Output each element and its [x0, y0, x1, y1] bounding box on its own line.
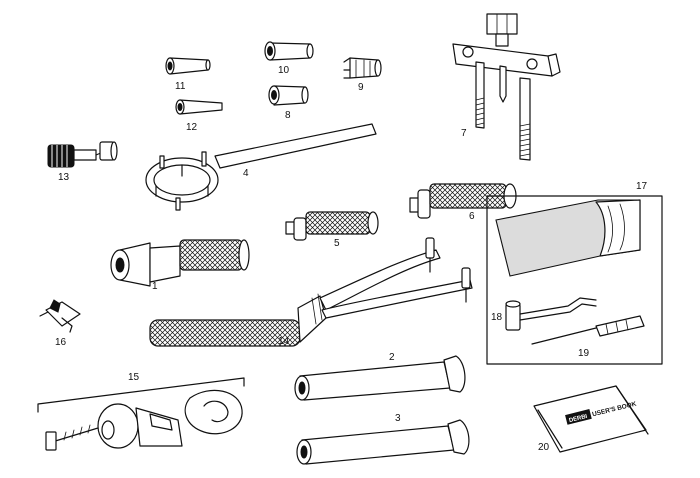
callout-15: 15 [128, 372, 140, 383]
callout-1: 1 [152, 281, 158, 292]
callout-10: 10 [278, 65, 290, 76]
callout-14: 14 [278, 336, 290, 347]
part-2-tube-drift [294, 355, 466, 401]
part-15-puller-assembly [45, 389, 243, 451]
part-20-users-book: DERBI USER'S BOOK [533, 385, 649, 453]
callout-6: 6 [469, 211, 475, 222]
callout-16: 16 [55, 337, 67, 348]
tool-roll-pouch [495, 199, 641, 277]
callout-8: 8 [285, 110, 291, 121]
part-8-short-sleeve [268, 85, 309, 106]
callout-9: 9 [358, 82, 364, 93]
part-11-tapered-sleeve [165, 57, 211, 75]
callout-5: 5 [334, 238, 340, 249]
callout-17: 17 [636, 181, 648, 192]
group-15-bracket [37, 377, 245, 413]
part-7-bearing-puller [452, 13, 561, 161]
callout-7: 7 [461, 128, 467, 139]
part-5-knurled-drift [285, 211, 379, 241]
part-4-pin-spanner [145, 123, 377, 211]
callout-11: 11 [175, 81, 186, 92]
part-9-castellated-socket [343, 57, 382, 79]
callout-2: 2 [389, 352, 395, 363]
callout-20: 20 [538, 442, 550, 453]
callout-18: 18 [491, 312, 503, 323]
part-6-knurled-drift [409, 183, 517, 219]
part-1-socket-drift [110, 239, 250, 287]
part-19-screwdriver [531, 315, 645, 345]
callout-19: 19 [578, 348, 590, 359]
part-18-box-spanner [505, 297, 597, 331]
callout-13: 13 [58, 172, 70, 183]
callout-3: 3 [395, 413, 401, 424]
book-logo: DERBI [568, 414, 588, 424]
part-3-tube-drift [296, 419, 470, 465]
part-10-sleeve [264, 41, 314, 61]
part-12-tapered-drift [175, 99, 223, 115]
group-17-frame [486, 195, 663, 365]
part-14-pin-pliers [149, 237, 473, 347]
part-13-threaded-extractor [47, 141, 118, 168]
part-16-small-extractor [39, 299, 81, 333]
callout-12: 12 [186, 122, 198, 133]
callout-4: 4 [243, 168, 249, 179]
